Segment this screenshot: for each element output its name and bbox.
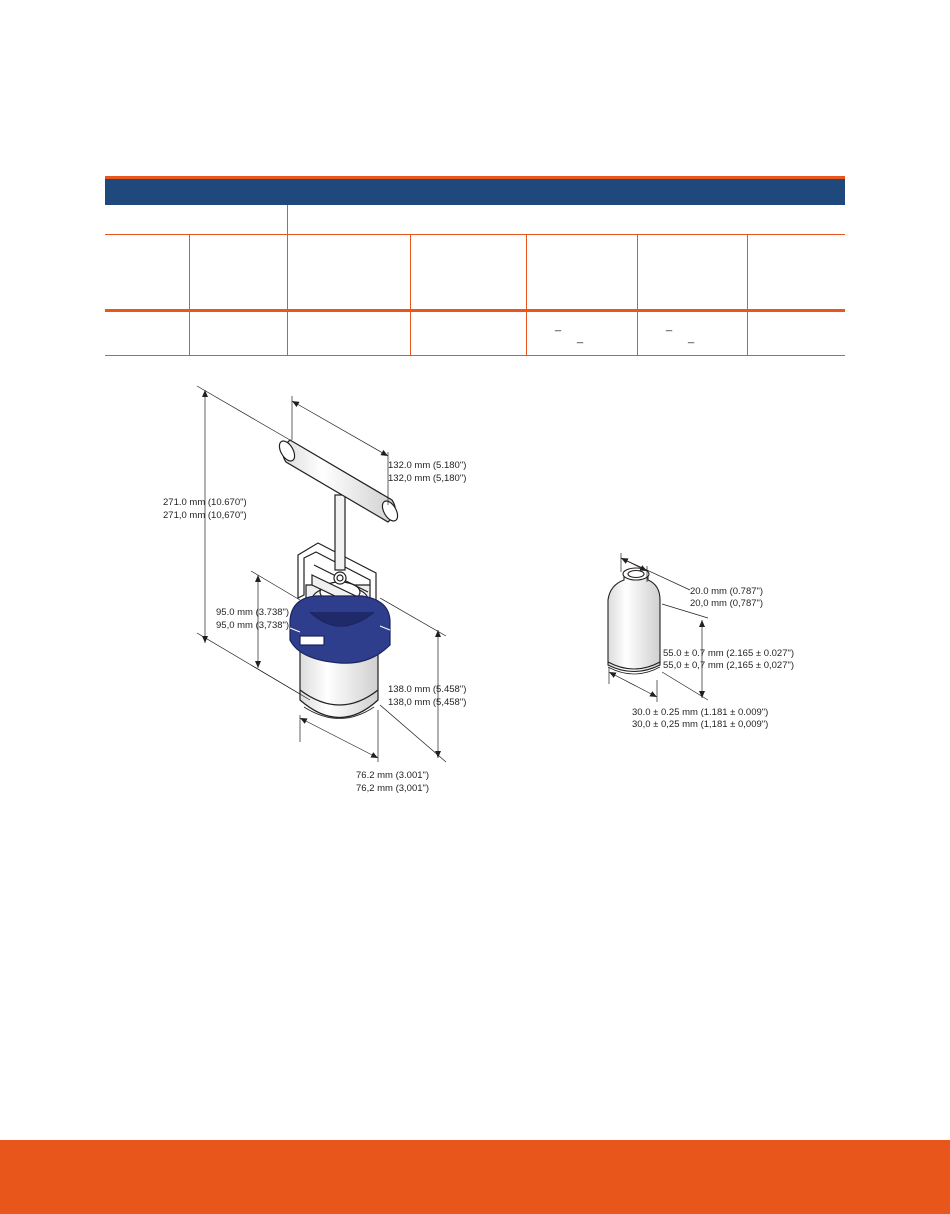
table-cell-underscore: _ (666, 320, 673, 332)
body-height-label: 138.0 mm (5.458") (388, 684, 466, 695)
clamp-height-label-alt: 95,0 mm (3,738") (216, 620, 289, 631)
vial-height-label: 55.0 ± 0.7 mm (2.165 ± 0.027") (663, 648, 794, 659)
overall-height-label: 271.0 mm (10.670") (163, 497, 247, 508)
vial-height-label-alt: 55,0 ± 0,7 mm (2,165 ± 0,027") (663, 660, 794, 671)
right-dimension-lines (608, 553, 709, 702)
handle-width-label-alt: 132,0 mm (5,180") (388, 473, 466, 484)
table-rule-1 (105, 234, 845, 235)
vial-diameter-label-alt: 30,0 ± 0,25 mm (1,181 ± 0,009") (632, 719, 768, 730)
table-rule-bottom (105, 355, 845, 356)
neck-diameter-label-alt: 20,0 mm (0,787") (690, 598, 763, 609)
table-col-divider-6 (747, 234, 748, 355)
handle-width-label: 132.0 mm (5.180") (388, 460, 466, 471)
left-dimension-lines (196, 385, 447, 763)
table-cell-underscore: _ (688, 332, 695, 344)
table-col-divider-3 (410, 234, 411, 355)
vial-illustration (607, 567, 661, 675)
vial-diameter-label: 30.0 ± 0.25 mm (1.181 ± 0.009") (632, 707, 768, 718)
table-cell-underscore: _ (555, 320, 562, 332)
footer-bar (0, 1140, 950, 1214)
right-dimension-labels: 20.0 mm (0.787") 20,0 mm (0,787") 55.0 ±… (632, 586, 794, 730)
body-diameter-label-alt: 76,2 mm (3,001") (356, 783, 429, 794)
table-col-divider-main (287, 205, 288, 355)
neck-diameter-label: 20.0 mm (0.787") (690, 586, 763, 597)
table-col-divider-5 (637, 234, 638, 355)
body-diameter-label: 76.2 mm (3.001") (356, 770, 429, 781)
body-height-label-alt: 138,0 mm (5,458") (388, 697, 466, 708)
left-dimension-labels: 271.0 mm (10.670") 271,0 mm (10,670") 13… (163, 460, 466, 794)
table-cell-underscore: _ (577, 332, 584, 344)
sampler-assembly-illustration (278, 439, 399, 719)
table-header-band (105, 179, 845, 205)
table-col-divider-4 (526, 234, 527, 355)
table-top-rule (105, 176, 845, 179)
table-rule-header-bottom (105, 309, 845, 312)
table-col-divider-1 (189, 234, 190, 355)
overall-height-label-alt: 271,0 mm (10,670") (163, 510, 247, 521)
spec-table: _ _ _ _ (105, 176, 845, 358)
clamp-height-label: 95.0 mm (3.738") (216, 607, 289, 618)
